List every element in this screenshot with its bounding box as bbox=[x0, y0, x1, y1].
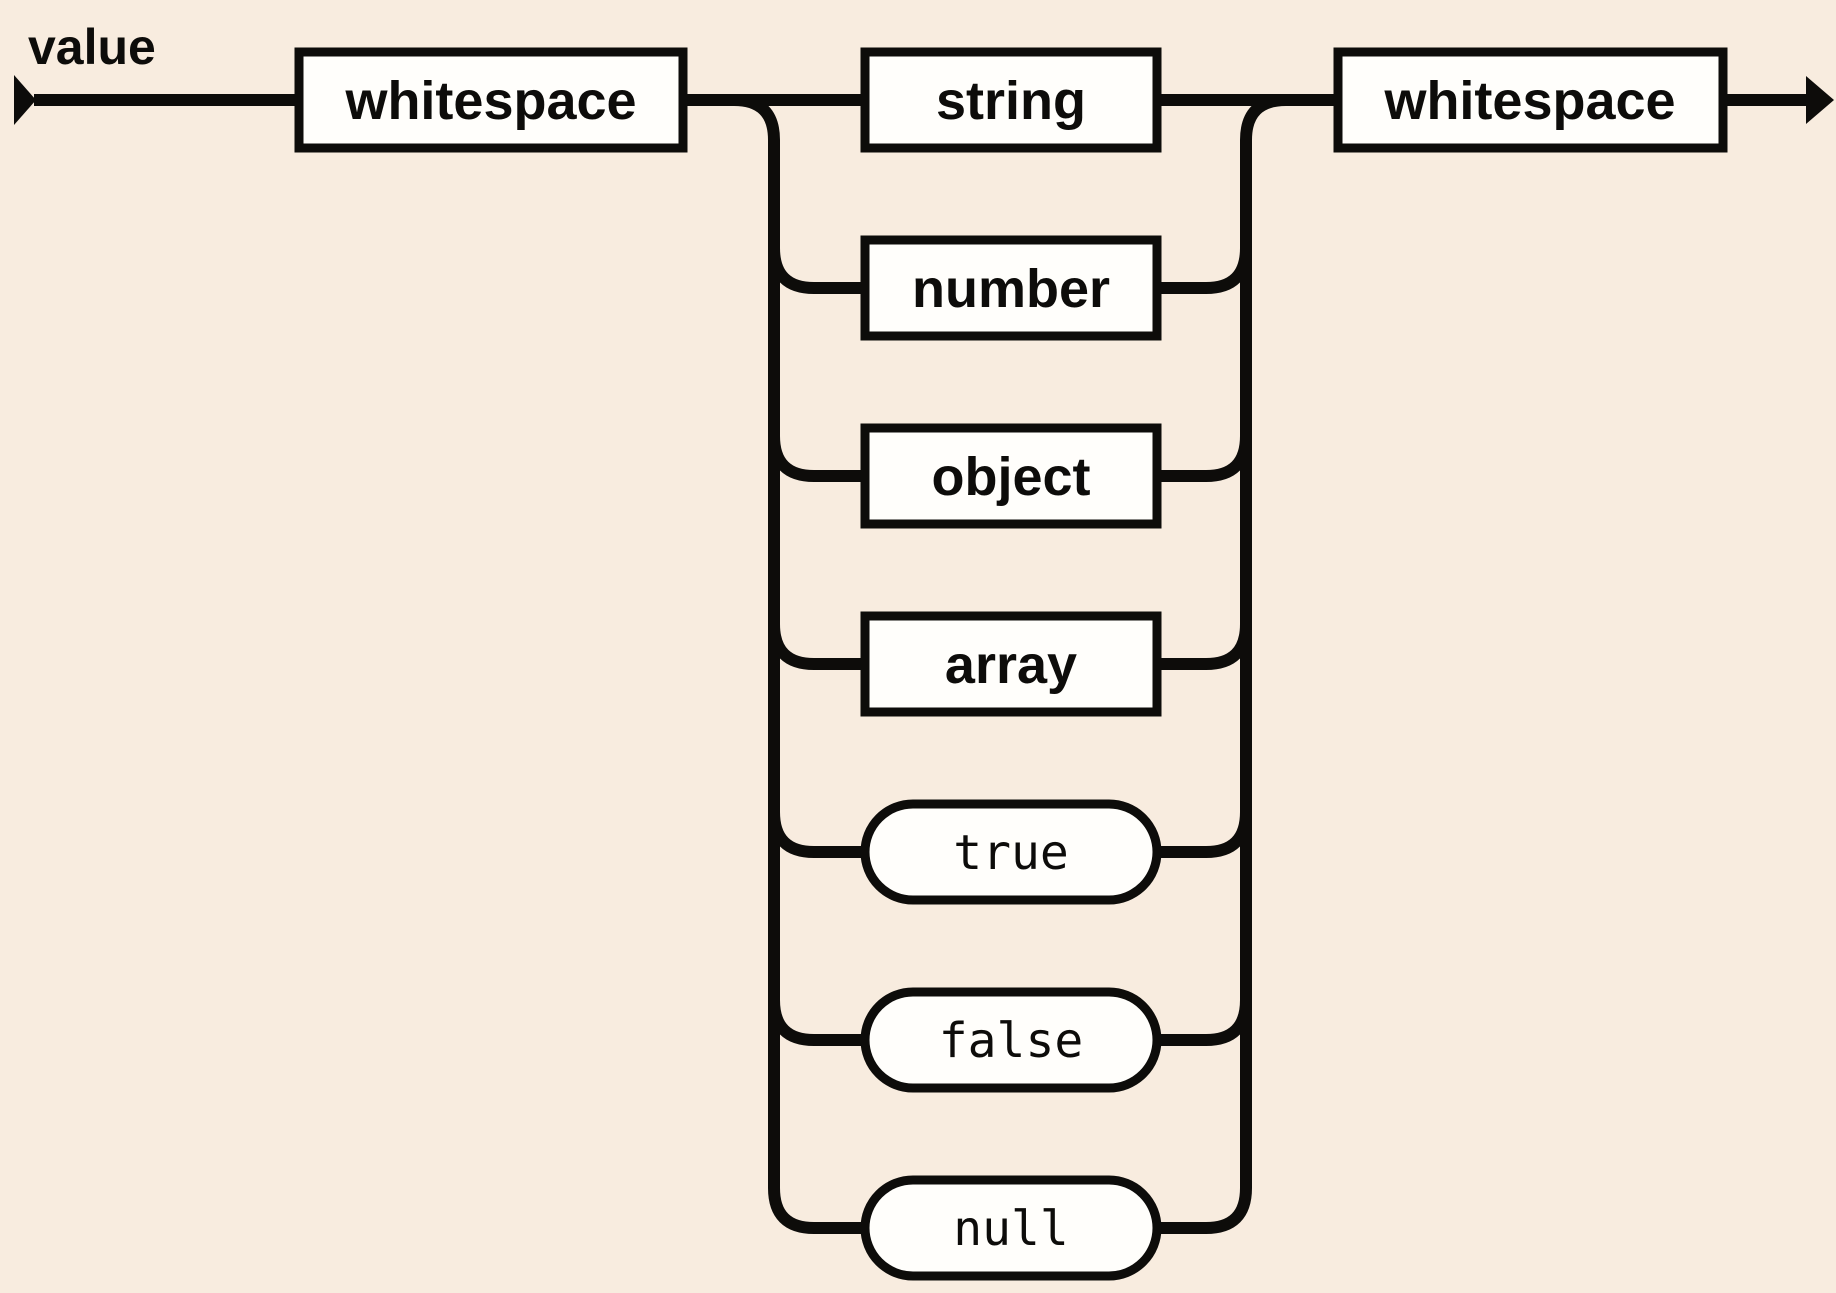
start-arrow-icon bbox=[14, 75, 36, 125]
node-true-label: true bbox=[953, 825, 1069, 881]
node-number-box bbox=[860, 235, 1162, 341]
node-whitespace-right-box bbox=[1333, 47, 1728, 153]
node-false: false bbox=[860, 987, 1162, 1093]
node-object: object bbox=[860, 423, 1162, 529]
rule-name-label: value bbox=[28, 19, 156, 75]
node-object-label: object bbox=[931, 447, 1090, 507]
node-whitespace-left: whitespace bbox=[294, 47, 688, 153]
node-null: null bbox=[860, 1175, 1162, 1281]
node-whitespace-right-label: whitespace bbox=[1383, 71, 1675, 131]
node-whitespace-right: whitespace bbox=[1333, 47, 1728, 153]
node-true-pill bbox=[860, 799, 1162, 905]
connector-lines bbox=[34, 94, 1806, 1234]
node-string-box bbox=[860, 47, 1162, 153]
node-null-label: null bbox=[953, 1201, 1069, 1257]
node-false-pill bbox=[860, 987, 1162, 1093]
node-number: number bbox=[860, 235, 1162, 341]
node-array-label: array bbox=[945, 635, 1077, 695]
node-object-box bbox=[860, 423, 1162, 529]
end-arrow-icon bbox=[1806, 76, 1834, 124]
node-string-label: string bbox=[936, 71, 1086, 131]
node-false-label: false bbox=[939, 1013, 1084, 1069]
node-string: string bbox=[860, 47, 1162, 153]
node-number-label: number bbox=[912, 259, 1110, 319]
node-array: array bbox=[860, 611, 1162, 717]
node-whitespace-left-box bbox=[294, 47, 688, 153]
node-array-box bbox=[860, 611, 1162, 717]
node-true: true bbox=[860, 799, 1162, 905]
node-whitespace-left-label: whitespace bbox=[344, 71, 636, 131]
node-null-pill bbox=[860, 1175, 1162, 1281]
